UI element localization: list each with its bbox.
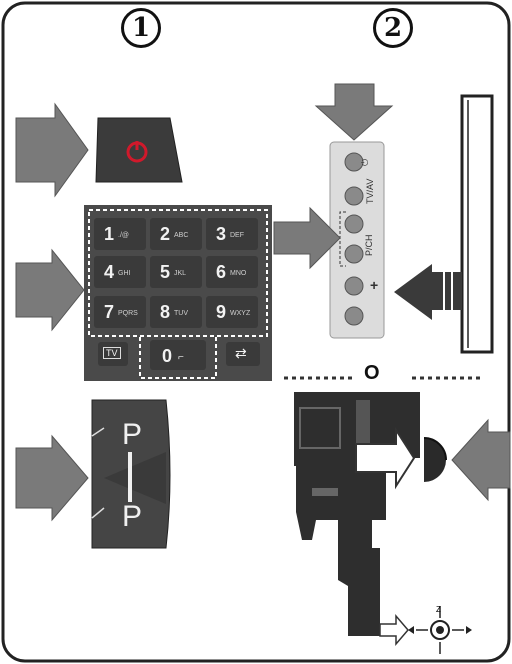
label-plus: + (370, 277, 378, 293)
arrow-to-keypad (15, 248, 85, 332)
step-badge-1: 1 (121, 8, 161, 48)
volume-down-button (344, 306, 364, 326)
outline-arrow-to-sensor (355, 426, 416, 490)
label-tv-av: TV/AV (365, 179, 375, 204)
ir-sensor (423, 437, 447, 482)
program-down-label: P (122, 500, 143, 533)
power-standby-button (344, 152, 364, 172)
svg-text:⏻: ⏻ (360, 159, 370, 166)
power-button-panel (95, 117, 183, 183)
arrow-to-program-rocker (15, 434, 89, 522)
sensor-marker-label: O (364, 362, 380, 384)
program-up-label: P (122, 418, 143, 451)
program-down-button (344, 244, 364, 264)
label-p-ch: P/CH (364, 234, 374, 256)
joystick-control (379, 606, 472, 654)
zero-key: 0 ⌐ (150, 340, 206, 370)
arrow-down-to-control-panel (314, 83, 394, 141)
tv-av-button (344, 186, 364, 206)
volume-up-button (344, 276, 364, 296)
tv-key: TV (98, 342, 128, 366)
program-rocker-panel (91, 399, 171, 549)
arrow-tv-to-panel (394, 264, 462, 320)
step-badge-2: 2 (373, 8, 413, 48)
arrow-to-sensor (451, 418, 511, 502)
arrow-to-power-button (15, 102, 89, 198)
tv-edge (460, 94, 494, 354)
key-1: 1./@ (94, 218, 146, 250)
program-up-button (344, 214, 364, 234)
tv-side-control-panel: ⏻ (329, 141, 385, 339)
arrow-keypad-to-panel (273, 206, 341, 270)
joystick-z-label: Z (436, 605, 441, 614)
swap-arrows-icon: ⇄ (226, 342, 260, 366)
